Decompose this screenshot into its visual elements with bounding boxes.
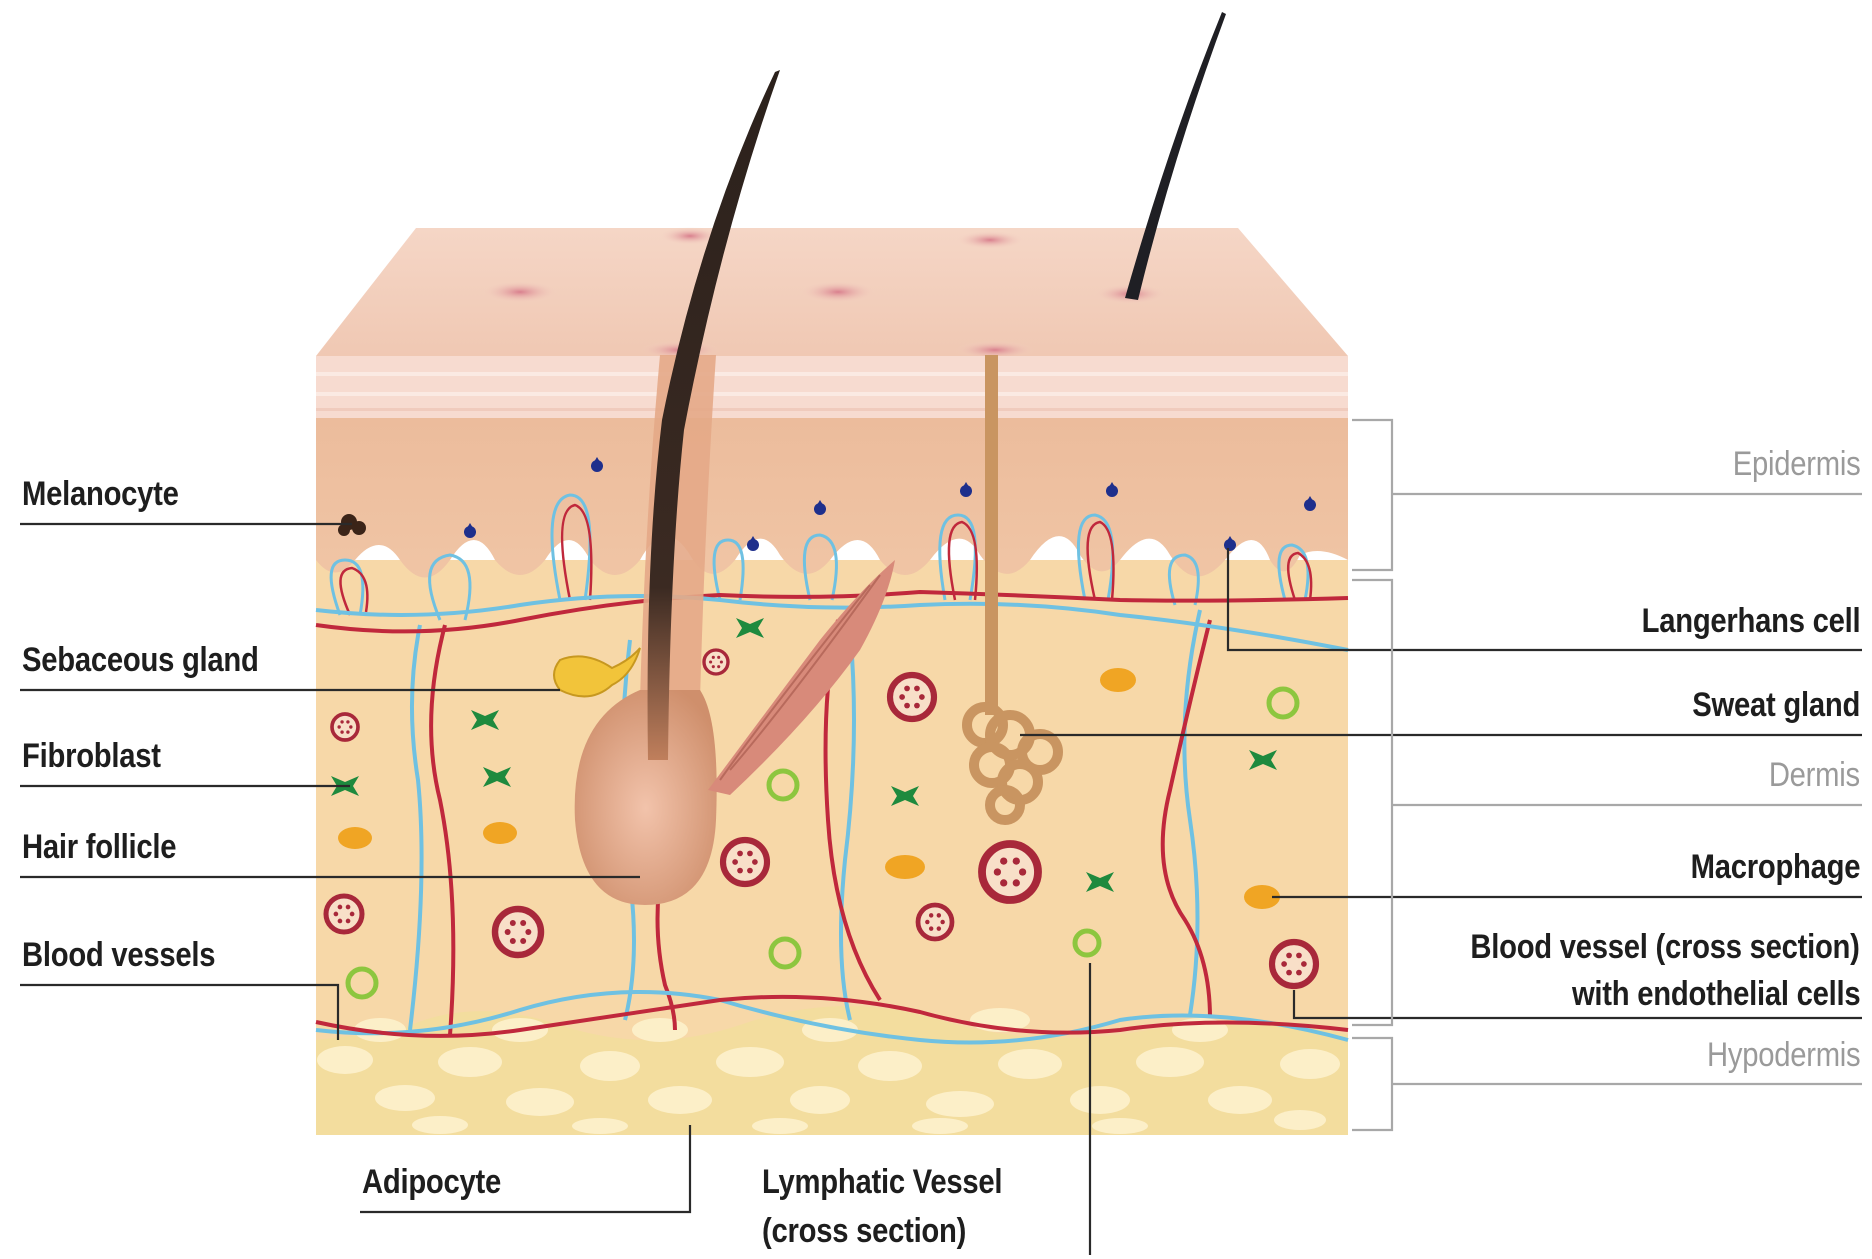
label-blood-vessels: Blood vessels <box>22 936 215 975</box>
label-hypodermis: Hypodermis <box>1707 1036 1860 1075</box>
label-lymphatic-vessel-1: Lymphatic Vessel <box>762 1163 1002 1202</box>
label-fibroblast: Fibroblast <box>22 737 161 776</box>
label-adipocyte: Adipocyte <box>362 1163 501 1202</box>
label-dermis: Dermis <box>1769 756 1860 795</box>
label-langerhans-cell: Langerhans cell <box>1641 602 1860 641</box>
label-epidermis: Epidermis <box>1732 445 1860 484</box>
sweat-duct <box>985 355 998 715</box>
bracket-dermis <box>1352 580 1392 1025</box>
blood-vessel-cross-section <box>326 896 362 932</box>
label-melanocyte: Melanocyte <box>22 475 179 514</box>
blood-vessel-cross-section <box>1272 942 1316 986</box>
blood-vessel-cross-section <box>495 909 541 955</box>
label-blood-vessel-cs-2: with endothelial cells <box>1572 975 1860 1014</box>
label-blood-vessel-cs-1: Blood vessel (cross section) <box>1471 928 1860 967</box>
label-sweat-gland: Sweat gland <box>1692 686 1860 725</box>
bracket-hypodermis <box>1352 1038 1392 1130</box>
blood-vessel-cross-section <box>704 650 728 674</box>
label-hair-follicle: Hair follicle <box>22 828 176 867</box>
leader-blood-vessels <box>20 985 338 1040</box>
blood-vessel-cross-section <box>332 714 358 740</box>
blood-vessel-cross-section <box>918 905 952 939</box>
label-macrophage: Macrophage <box>1690 848 1860 887</box>
blood-vessel-cross-section <box>723 840 767 884</box>
label-lymphatic-vessel-2: (cross section) <box>762 1212 966 1251</box>
blood-vessel-cross-section <box>982 844 1038 900</box>
epidermis-layer <box>316 418 1348 578</box>
bracket-epidermis <box>1352 420 1392 570</box>
blood-vessel-cross-section <box>890 675 934 719</box>
label-sebaceous-gland: Sebaceous gland <box>22 641 259 680</box>
